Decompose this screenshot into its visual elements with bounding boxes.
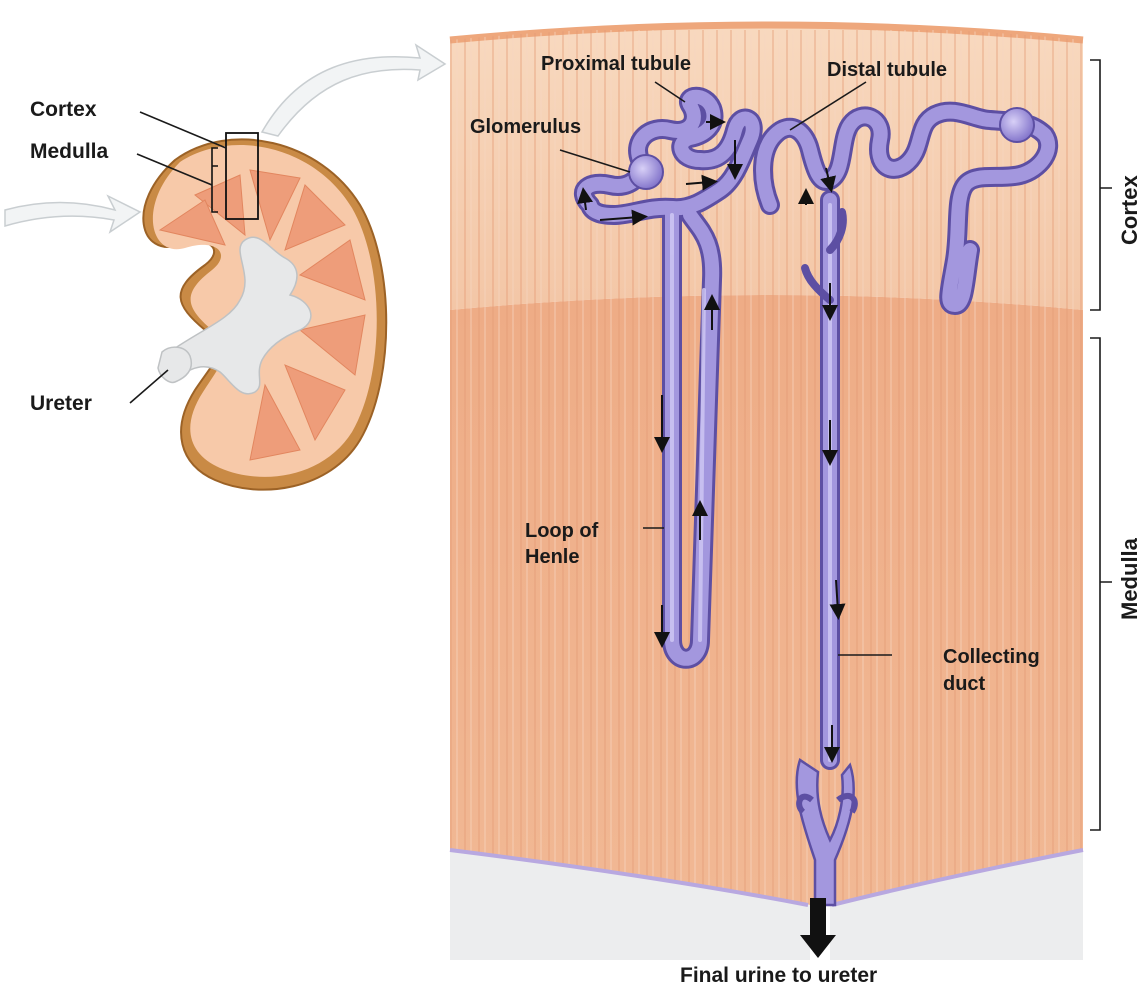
glomerulus-label: Glomerulus [470, 116, 581, 138]
cortex-region-label: Cortex [1117, 175, 1142, 245]
nephron-section: Proximal tubule Distal tubule Glomerulus… [450, 25, 1142, 987]
loop-of-henle-label-line2: Henle [525, 546, 579, 568]
cortex-leader [140, 112, 226, 148]
distal-tubule-label: Distal tubule [827, 59, 947, 81]
collecting-duct-label-line1: Collecting [943, 646, 1040, 668]
ureter-tube [158, 347, 191, 382]
collecting-duct-label-line2: duct [943, 673, 986, 695]
glomerulus-capsule-1 [629, 155, 663, 189]
kidney-illustration: Cortex Medulla Ureter [5, 45, 445, 490]
ureter-leader [130, 370, 168, 403]
proximal-tubule-label: Proximal tubule [541, 53, 691, 75]
kidney-ureter-label: Ureter [30, 392, 92, 415]
entry-arrow [5, 196, 140, 232]
medulla-region-bracket [1090, 338, 1112, 830]
glomerulus-capsule-2 [1000, 108, 1034, 142]
cortex-region-bracket [1090, 60, 1112, 310]
medulla-region-label: Medulla [1117, 537, 1142, 620]
final-urine-label: Final urine to ureter [680, 964, 877, 987]
magnify-callout-arrow [262, 45, 445, 136]
kidney-medulla-label: Medulla [30, 140, 108, 163]
kidney-cortex-label: Cortex [30, 98, 97, 121]
loop-of-henle-label-line1: Loop of [525, 520, 599, 542]
